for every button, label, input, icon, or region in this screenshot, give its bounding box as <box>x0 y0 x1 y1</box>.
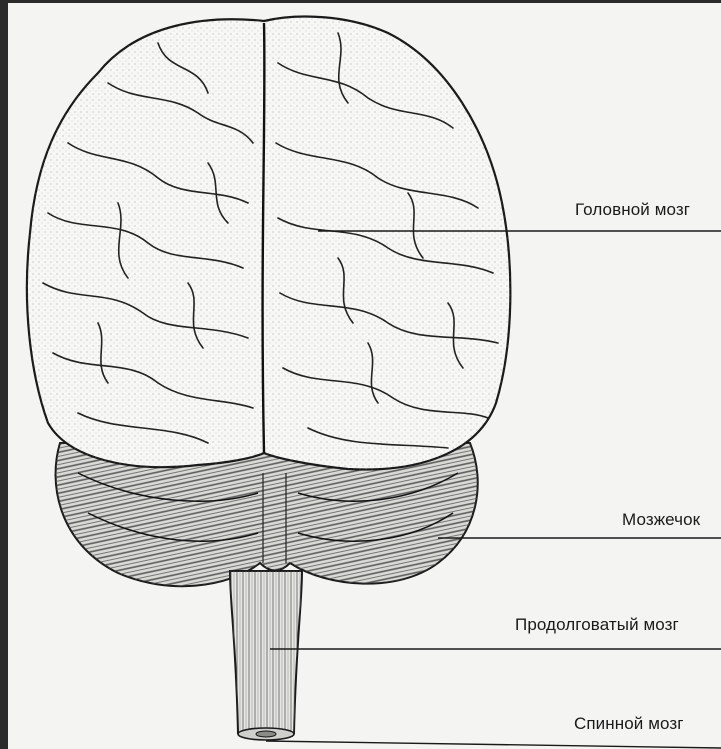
cerebrum-shape <box>27 17 510 470</box>
label-spinal-cord: Спинной мозг <box>574 714 684 734</box>
brainstem-shape <box>230 571 302 740</box>
label-brain: Головной мозг <box>575 200 690 220</box>
diagram-canvas: Головной мозг Мозжечок Продолговатый моз… <box>8 3 721 749</box>
spinal-cord-leader-line <box>266 741 721 748</box>
label-cerebellum: Мозжечок <box>622 510 700 530</box>
label-medulla: Продолговатый мозг <box>515 615 679 635</box>
brain-illustration <box>8 3 721 749</box>
